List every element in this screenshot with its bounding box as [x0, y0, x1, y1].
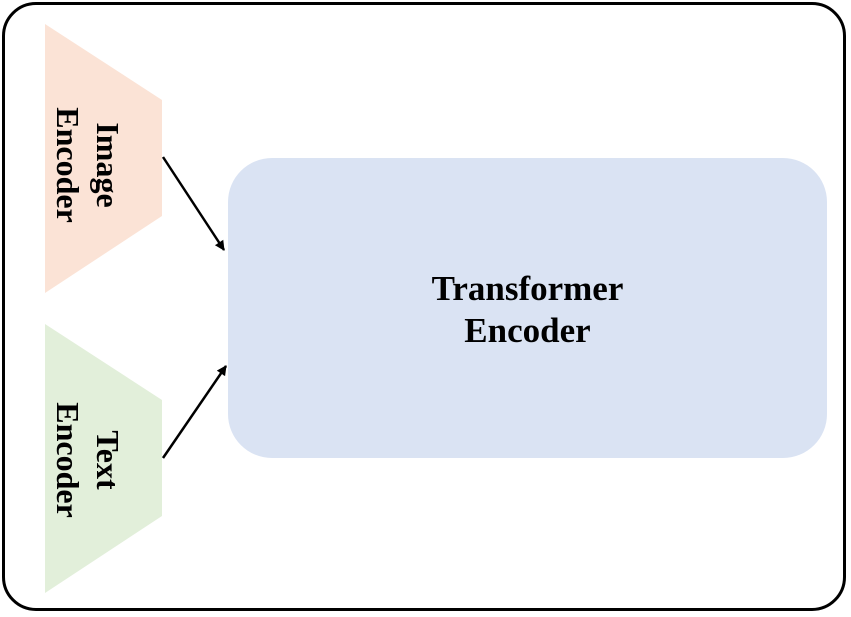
image-encoder-label-line1: Image	[90, 122, 126, 208]
text-encoder-shape	[45, 324, 162, 593]
transformer-encoder-box: Transformer Encoder	[228, 158, 827, 458]
transformer-encoder-label-line2: Encoder	[464, 311, 591, 350]
text-to-transformer-arrow	[161, 365, 228, 459]
transformer-encoder-label: Transformer Encoder	[432, 268, 624, 352]
image-encoder-label: Image Encoder	[48, 107, 128, 223]
text-encoder-label: Text Encoder	[48, 402, 128, 518]
text-encoder-label-line2: Encoder	[50, 402, 86, 518]
image-encoder-shape	[45, 24, 162, 293]
transformer-encoder-label-line1: Transformer	[431, 269, 624, 308]
text-encoder-label-line1: Text	[90, 430, 126, 490]
image-to-transformer-arrow	[161, 156, 226, 251]
image-encoder-label-line2: Encoder	[50, 107, 86, 223]
